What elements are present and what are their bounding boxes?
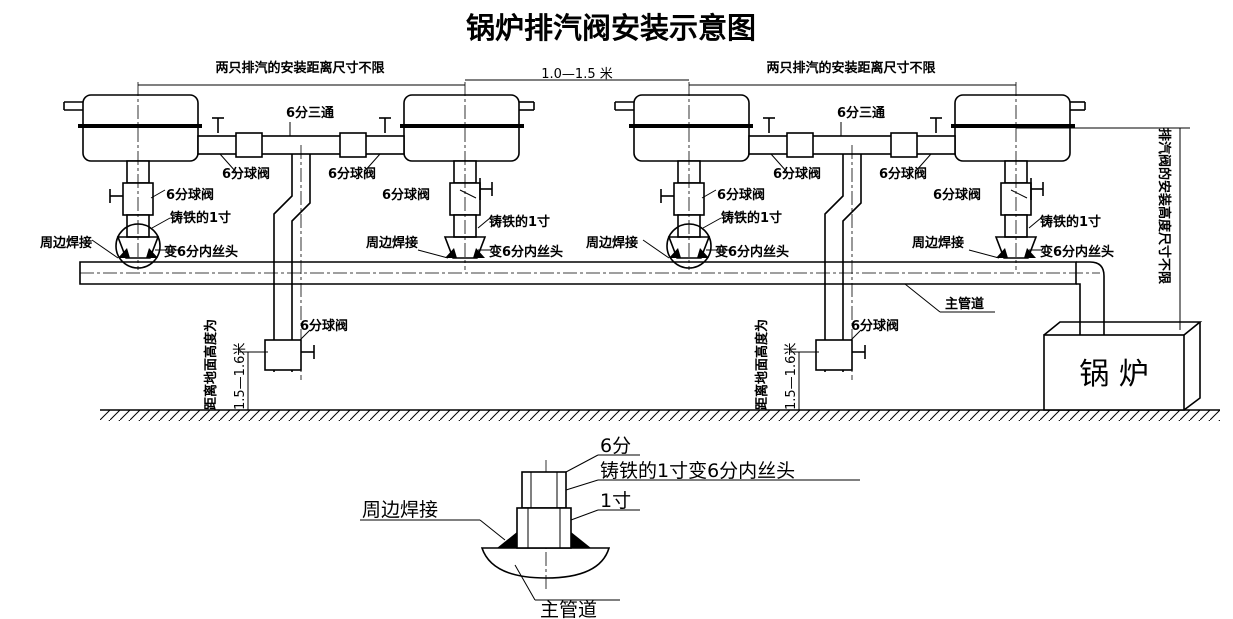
ball-valve-label-2b: 6分球阀 xyxy=(879,166,927,182)
ball-valve-label-2d: 6分球阀 xyxy=(933,187,981,203)
install-distance-note-1: 两只排汽的安装距离尺寸不限 xyxy=(215,60,385,76)
ball-valve-label-drain-1: 6分球阀 xyxy=(300,318,348,334)
ball-valve-label-1d: 6分球阀 xyxy=(382,187,430,203)
valve-height-note: 排汽阀的安装高度尺寸不限 xyxy=(1156,128,1172,285)
ball-valve-label-2c: 6分球阀 xyxy=(717,187,765,203)
cast-iron-label-1a: 铸铁的1寸 xyxy=(170,210,231,226)
detail-1cun-label: 1寸 xyxy=(600,490,631,512)
cast-iron-label-2b: 铸铁的1寸 xyxy=(1040,214,1101,230)
main-pipe-label: 主管道 xyxy=(945,296,984,312)
detail-weld-label: 周边焊接 xyxy=(362,499,438,521)
weld-label-1a: 周边焊接 xyxy=(40,235,92,251)
vent-valve-assembly-right xyxy=(613,80,1087,412)
height-note-2: 距离地面高度为 xyxy=(754,319,770,410)
detail-main-pipe-label: 主管道 xyxy=(540,599,597,619)
ball-valve-label-1a: 6分球阀 xyxy=(222,166,270,182)
reducer-label-1b: 变6分内丝头 xyxy=(489,244,563,260)
weld-label-1b: 周边焊接 xyxy=(366,235,418,251)
cast-iron-label-2a: 铸铁的1寸 xyxy=(721,210,782,226)
weld-label-2a: 周边焊接 xyxy=(586,235,638,251)
floor-hatch xyxy=(100,410,1220,421)
reducer-label-1a: 变6分内丝头 xyxy=(164,244,238,260)
height-value-2: 1.5—1.6米 xyxy=(784,343,799,410)
ball-valve-label-1b: 6分球阀 xyxy=(328,166,376,182)
vent-valve-assembly-left xyxy=(62,80,536,412)
spacing-dimension: 1.0—1.5 米 xyxy=(541,67,612,82)
ball-valve-label-2a: 6分球阀 xyxy=(773,166,821,182)
tee-label-2: 6分三通 xyxy=(837,105,885,121)
height-value-1: 1.5—1.6米 xyxy=(233,343,248,410)
reducer-label-2a: 变6分内丝头 xyxy=(715,244,789,260)
reducer-label-2b: 变6分内丝头 xyxy=(1040,244,1114,260)
weld-label-2b: 周边焊接 xyxy=(912,235,964,251)
diagram-title: 锅炉排汽阀安装示意图 xyxy=(466,11,756,45)
ball-valve-label-1c: 6分球阀 xyxy=(166,187,214,203)
cast-iron-label-1b: 铸铁的1寸 xyxy=(489,214,550,230)
main-pipe xyxy=(79,261,1105,335)
ball-valve-label-drain-2: 6分球阀 xyxy=(851,318,899,334)
detail-6fen-label: 6分 xyxy=(600,435,631,457)
boiler-label: 锅 炉 xyxy=(1079,357,1149,392)
boiler xyxy=(1043,321,1203,411)
tee-label-1: 6分三通 xyxy=(286,105,334,121)
install-distance-note-2: 两只排汽的安装距离尺寸不限 xyxy=(766,60,936,76)
weld-detail-drawing xyxy=(360,454,860,601)
height-note-1: 距离地面高度为 xyxy=(203,319,219,410)
detail-fitting-label: 铸铁的1寸变6分内丝头 xyxy=(600,460,795,482)
